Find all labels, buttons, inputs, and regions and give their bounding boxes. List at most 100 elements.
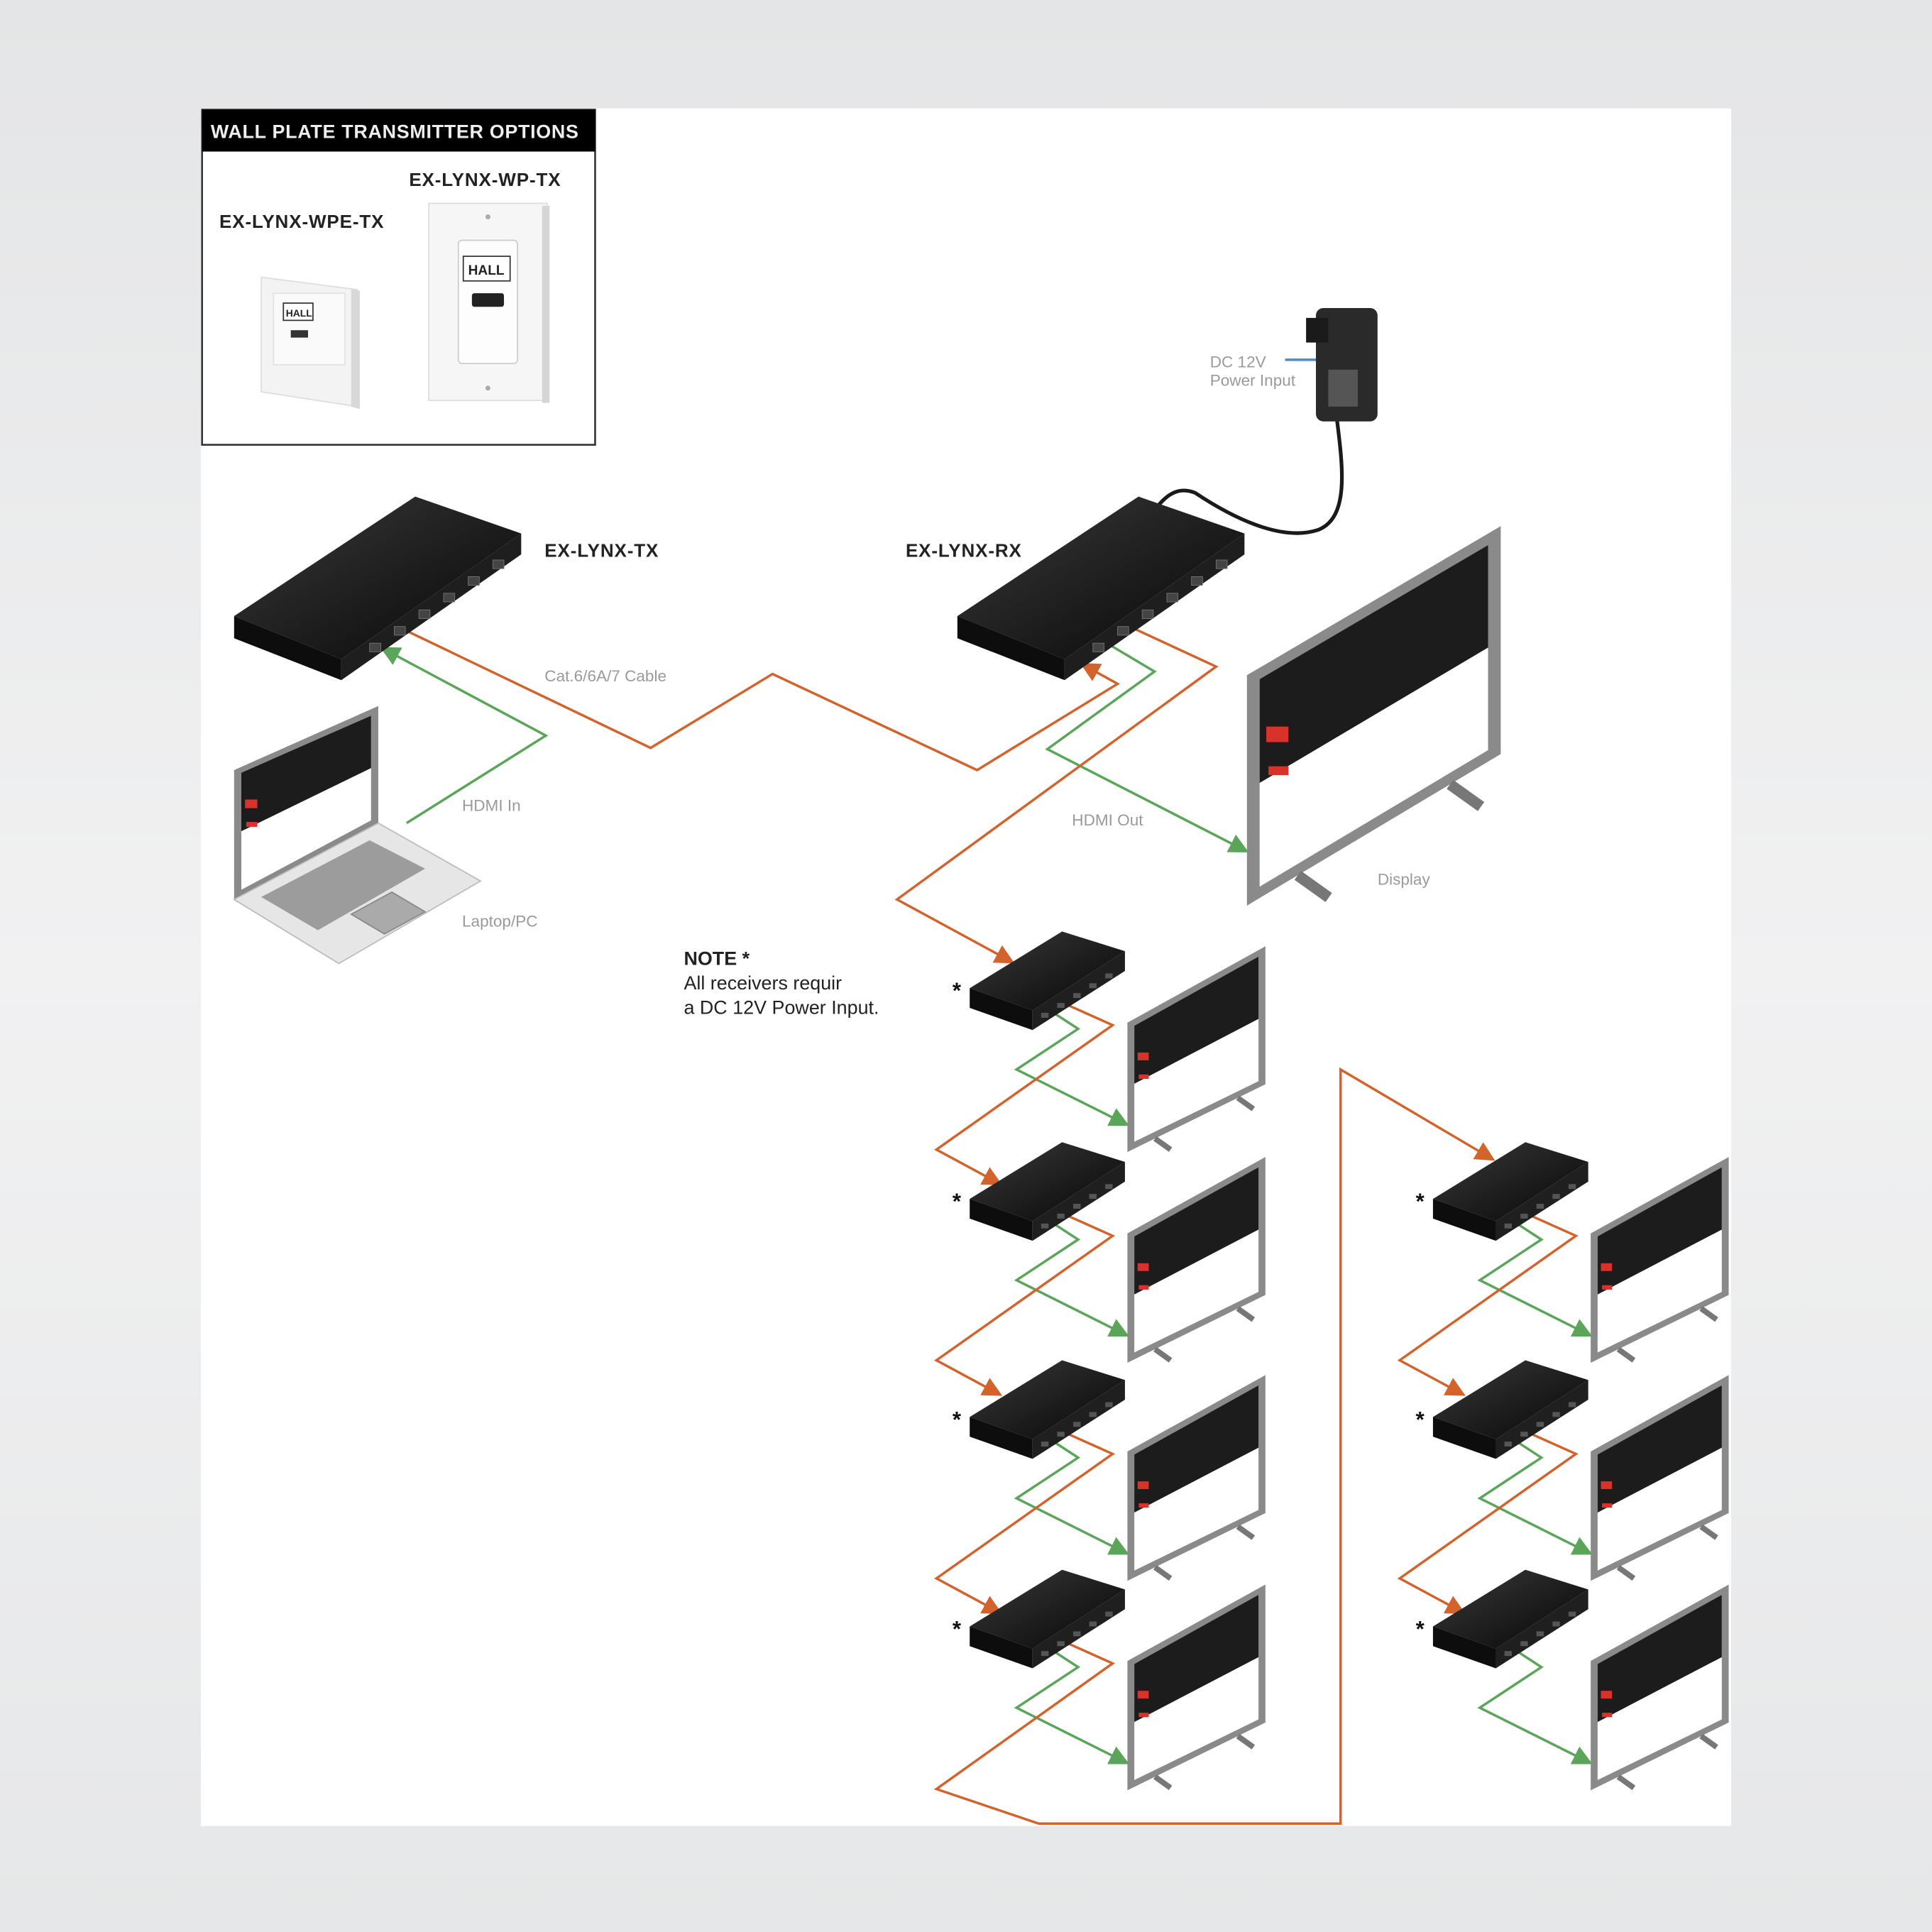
- port-icon: [1089, 1412, 1097, 1417]
- cat-cable-daisy: [1397, 1432, 1579, 1614]
- screen-button: [1138, 1503, 1149, 1508]
- box-top: [970, 1142, 1125, 1222]
- wpe-tx-label: EX-LYNX-WPE-TX: [219, 211, 384, 232]
- monitor-stand-leg: [1153, 1774, 1173, 1791]
- port-icon: [394, 626, 406, 636]
- rx-label: EX-LYNX-RX: [906, 540, 1022, 561]
- screen-button: [1138, 1074, 1149, 1080]
- tx-label: EX-LYNX-TX: [544, 540, 659, 561]
- hall-logo: [1137, 1263, 1149, 1271]
- port-icon: [443, 593, 456, 603]
- ex-lynx-tx-device: [234, 496, 522, 681]
- power-adapter: DC 12V Power Input: [1138, 307, 1378, 535]
- devices: *******: [233, 496, 1729, 1791]
- hall-logo: HALL: [286, 307, 313, 319]
- wp-tx-wall-plate: HALL: [428, 202, 550, 403]
- monitor-stand-leg: [1616, 1774, 1636, 1791]
- screen-button: [1602, 1285, 1613, 1290]
- cables: [380, 627, 1593, 1825]
- port-icon: [1536, 1422, 1544, 1427]
- cat-cable-to-second-column: [933, 1067, 1495, 1825]
- screen-hero: [241, 715, 371, 832]
- hdmi-in-cable: [380, 647, 549, 825]
- cable-caption: Cat.6/6A/7 Cable: [544, 667, 666, 685]
- port-icon: [1057, 1432, 1065, 1437]
- cat-cable-daisy: [934, 1214, 1116, 1396]
- screen-hero: [1134, 1167, 1259, 1295]
- hall-logo: [1137, 1691, 1149, 1699]
- screen-hero: [1134, 956, 1259, 1084]
- receiver-power-marker: *: [953, 1616, 962, 1641]
- box-front: [970, 1417, 1033, 1459]
- box-side: [1032, 1162, 1125, 1241]
- monitor-stand-leg: [1236, 1095, 1256, 1112]
- receiver-device: *: [953, 1142, 1125, 1241]
- wall-plate-inset: WALL PLATE TRANSMITTER OPTIONS EX-LYNX-W…: [201, 109, 596, 446]
- note-line1: All receivers requir: [684, 972, 842, 994]
- receiver-device: *: [1416, 1360, 1588, 1459]
- receiver-display: [1127, 946, 1266, 1153]
- cat-cable-tx-to-rx: [406, 630, 1120, 772]
- box-front: [970, 1626, 1033, 1669]
- port-icon: [1191, 576, 1203, 586]
- screen-button: [1602, 1503, 1613, 1508]
- receiver-power-marker: *: [1416, 1407, 1425, 1432]
- hdmi-cable-receiver: [1014, 1650, 1130, 1764]
- port-icon: [1089, 983, 1097, 989]
- screen-hero: [1259, 544, 1488, 784]
- receiver-power-marker: *: [1416, 1616, 1425, 1641]
- port-icon: [418, 609, 431, 619]
- ex-lynx-rx-device: [957, 496, 1245, 681]
- receiver-power-marker: *: [953, 978, 962, 1003]
- receiver-display: [1127, 1157, 1266, 1363]
- box-top: [970, 1569, 1125, 1649]
- receiver-power-marker: *: [953, 1189, 962, 1214]
- receiver-device: *: [953, 931, 1125, 1031]
- screen-hero: [1597, 1594, 1722, 1723]
- screen-button: [1138, 1285, 1149, 1290]
- box-side: [1032, 951, 1125, 1031]
- port-icon: [1520, 1432, 1528, 1437]
- cat-cable-daisy: [934, 1003, 1116, 1185]
- screen-button: [1602, 1713, 1613, 1718]
- port-icon: [1568, 1611, 1576, 1617]
- monitor-stand-leg: [1236, 1733, 1256, 1750]
- monitor-stand-leg: [1616, 1564, 1636, 1581]
- port-icon: [1105, 973, 1113, 979]
- note-title: NOTE *: [684, 948, 750, 969]
- port-icon: [1105, 1611, 1113, 1617]
- monitor-stand-leg: [1153, 1136, 1173, 1152]
- port-icon: [1105, 1184, 1113, 1190]
- port-icon: [1520, 1213, 1528, 1219]
- hall-logo: [1601, 1481, 1613, 1489]
- hdmi-cable-receiver: [1477, 1222, 1593, 1337]
- port-icon: [1504, 1651, 1513, 1657]
- hall-logo: HALL: [468, 263, 505, 278]
- hdmi-cable-receiver: [1014, 1222, 1130, 1337]
- monitor-stand-leg: [1699, 1306, 1718, 1322]
- screen-button: [1138, 1713, 1149, 1718]
- monitor-stand-leg: [1294, 870, 1332, 902]
- touchpad: [349, 891, 427, 935]
- receiver-display: [1127, 1375, 1266, 1581]
- port-icon: [1117, 626, 1129, 636]
- box-front: [234, 615, 341, 681]
- monitor-stand-leg: [1699, 1524, 1718, 1540]
- port-icon: [1089, 1621, 1097, 1627]
- monitor-stand-leg: [1153, 1564, 1173, 1581]
- port-icon: [1504, 1223, 1513, 1229]
- cat-cable-daisy: [934, 1432, 1116, 1614]
- port-icon: [1057, 1641, 1065, 1647]
- laptop-keyboard: [233, 822, 482, 965]
- box-side: [1064, 533, 1245, 681]
- hdmi-cable-receiver: [1477, 1440, 1593, 1555]
- screen-hero: [1134, 1385, 1259, 1513]
- box-front: [1432, 1417, 1496, 1459]
- screen-button: [1268, 766, 1289, 776]
- port-icon: [492, 559, 505, 569]
- monitor-stand-leg: [1153, 1346, 1173, 1363]
- port-icon: [1057, 1003, 1065, 1009]
- port-icon: [468, 576, 480, 586]
- box-side: [1032, 1380, 1125, 1459]
